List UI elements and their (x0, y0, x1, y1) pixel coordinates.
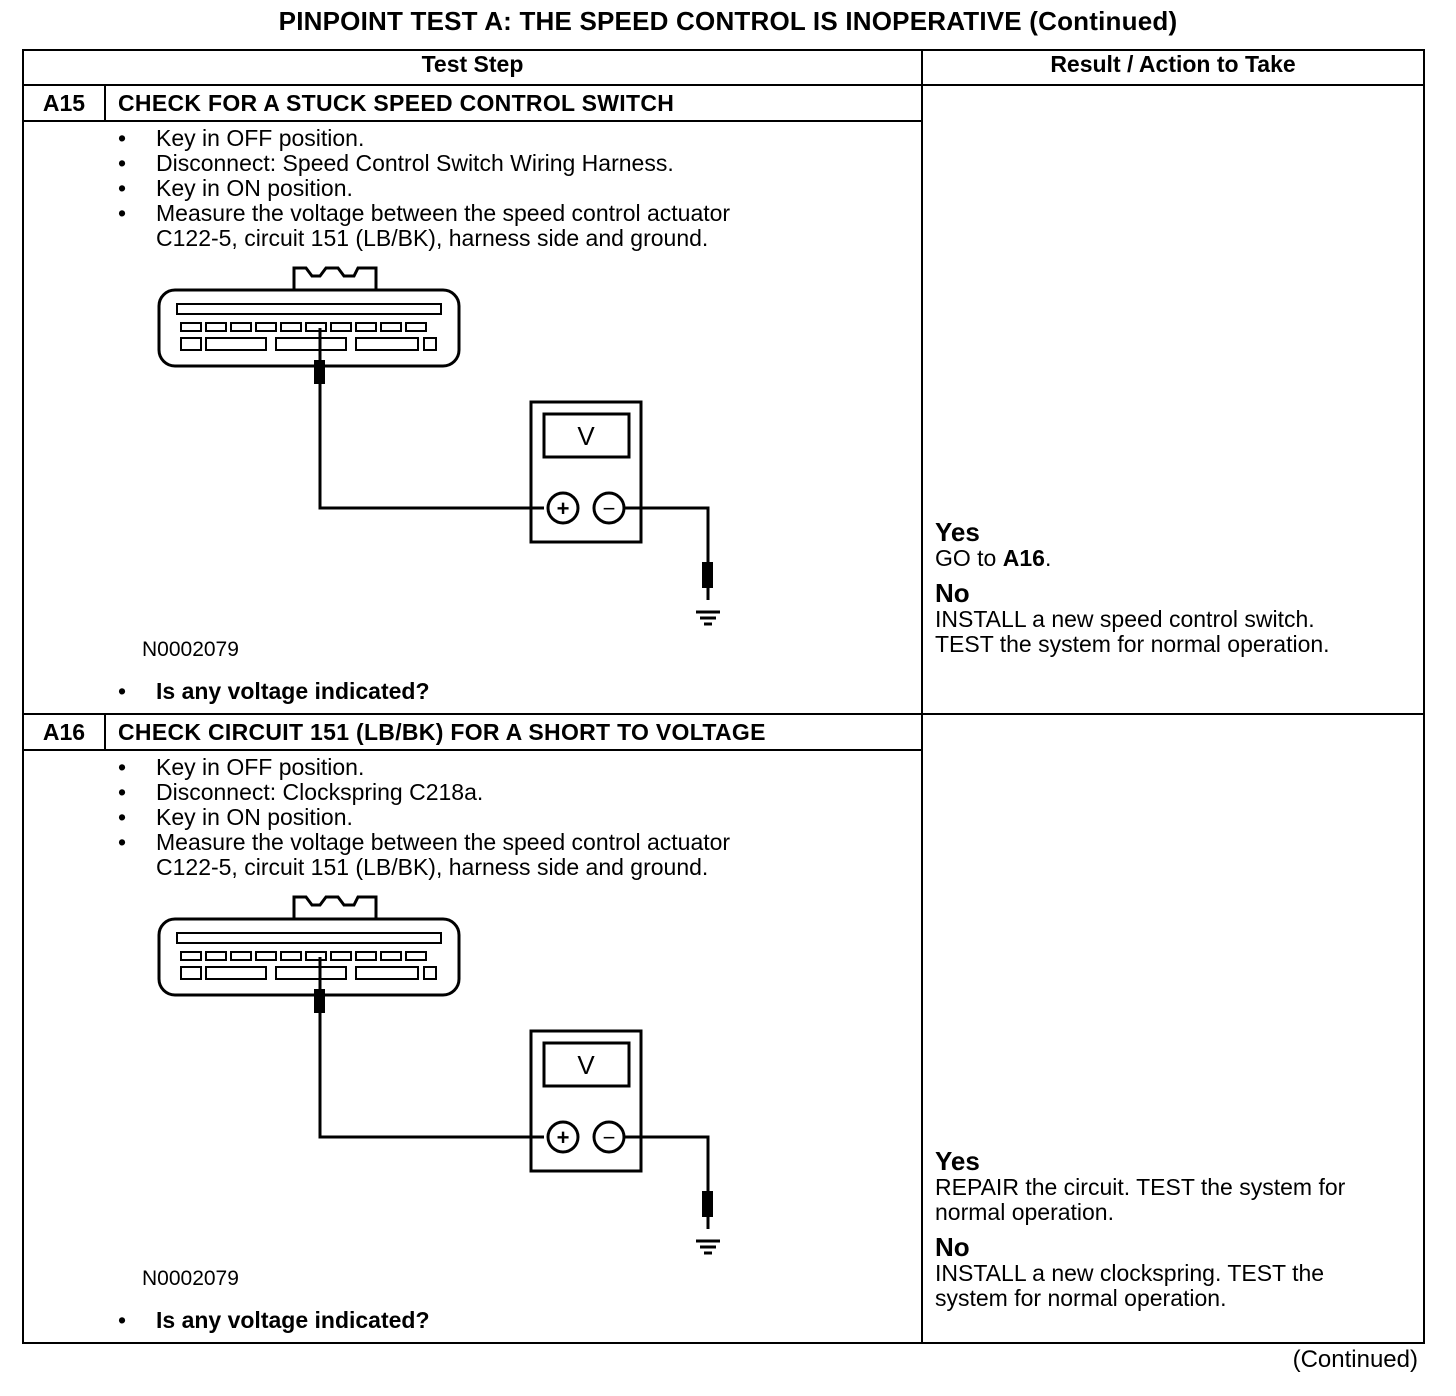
instruction-item: Key in OFF position. (118, 126, 730, 152)
step-a15-instructions: Key in OFF position. Disconnect: Speed C… (118, 126, 730, 251)
step-a15-question: •Is any voltage indicated? (118, 678, 430, 704)
voltmeter-icon (529, 1029, 643, 1173)
continued-footer: (Continued) (1292, 1346, 1418, 1373)
step-a15-yes-label: Yes (935, 517, 980, 547)
yes-action-line: normal operation. (935, 1199, 1114, 1225)
step-a16-body-row: Key in OFF position. Disconnect: Clocksp… (22, 749, 1424, 1344)
no-action-line: system for normal operation. (935, 1285, 1227, 1311)
instruction-item: Key in ON position. (118, 805, 730, 831)
ground-icon (696, 610, 720, 626)
positive-terminal (546, 491, 580, 525)
positive-lead-wire (318, 328, 544, 510)
step-a16-figure-id: N0002079 (142, 1267, 239, 1290)
step-a16-results: Yes REPAIR the circuit. TEST the system … (935, 1147, 1345, 1319)
step-a16-no-action: INSTALL a new clockspring. TEST the syst… (935, 1261, 1345, 1311)
step-a16-body: Key in OFF position. Disconnect: Clocksp… (22, 749, 923, 1344)
instruction-item: Measure the voltage between the speed co… (118, 830, 730, 856)
step-a15-header-row: A15 CHECK FOR A STUCK SPEED CONTROL SWIT… (22, 84, 1425, 715)
no-action-line: INSTALL a new speed control switch. (935, 606, 1315, 632)
yes-action-suffix: . (1044, 545, 1052, 571)
meter-symbol: V (577, 421, 595, 451)
minus-sign: − (603, 1125, 616, 1150)
connector-pins (180, 322, 437, 351)
instruction-item: Disconnect: Clockspring C218a. (118, 780, 730, 806)
connector-body (157, 288, 461, 368)
step-a15-title: CHECK FOR A STUCK SPEED CONTROL SWITCH (118, 89, 675, 116)
step-a15-no-label: No (935, 578, 970, 608)
question-text: Is any voltage indicated? (156, 1307, 430, 1333)
step-a15-no-action: INSTALL a new speed control switch. TEST… (935, 607, 1330, 657)
connector-pins (180, 951, 437, 980)
step-a15-figure-id: N0002079 (142, 638, 239, 661)
step-a15-heading: A15 CHECK FOR A STUCK SPEED CONTROL SWIT… (22, 84, 923, 122)
voltmeter-icon (529, 400, 643, 544)
yes-action-ref: A16 (1002, 545, 1045, 571)
positive-lead-wire (318, 957, 544, 1139)
step-a16-instructions: Key in OFF position. Disconnect: Clocksp… (118, 755, 730, 880)
connector-latch (292, 266, 378, 290)
plus-sign: + (557, 1125, 570, 1150)
instruction-item: Disconnect: Speed Control Switch Wiring … (118, 151, 730, 177)
no-action-line: INSTALL a new clockspring. TEST the (935, 1260, 1325, 1286)
instruction-item: Key in ON position. (118, 176, 730, 202)
step-a16-title: CHECK CIRCUIT 151 (LB/BK) FOR A SHORT TO… (118, 718, 766, 745)
table-header-row: Test Step Result / Action to Take (22, 49, 1425, 86)
result-column-header: Result / Action to Take (921, 49, 1425, 86)
instruction-item: Key in OFF position. (118, 755, 730, 781)
meter-symbol: V (577, 1050, 595, 1080)
test-step-column-header: Test Step (22, 49, 923, 86)
connector-body (157, 917, 461, 997)
step-a15-result-cell: Yes GO to A16. No INSTALL a new speed co… (921, 84, 1425, 715)
yes-action-prefix: GO to (935, 545, 1003, 571)
no-action-line: TEST the system for normal operation. (935, 631, 1330, 657)
step-a16-yes-action: REPAIR the circuit. TEST the system for … (935, 1175, 1345, 1225)
step-a16-header-row: A16 CHECK CIRCUIT 151 (LB/BK) FOR A SHOR… (22, 713, 1425, 1344)
question-text: Is any voltage indicated? (156, 678, 430, 704)
voltmeter-measurement-diagram: V + − (157, 895, 720, 1255)
step-a16-heading: A16 CHECK CIRCUIT 151 (LB/BK) FOR A SHOR… (22, 713, 923, 751)
connector-latch (292, 895, 378, 919)
step-a16-yes-label: Yes (935, 1146, 980, 1176)
step-a16-question: •Is any voltage indicated? (118, 1307, 430, 1333)
step-a16-result-cell: Yes REPAIR the circuit. TEST the system … (921, 713, 1425, 1344)
probe-tip (314, 989, 325, 1013)
ground-icon (696, 1239, 720, 1255)
step-a15-body-row: Key in OFF position. Disconnect: Speed C… (22, 120, 1424, 715)
instruction-item: Measure the voltage between the speed co… (118, 201, 730, 227)
step-a16-no-label: No (935, 1232, 970, 1262)
instruction-continuation: C122-5, circuit 151 (LB/BK), harness sid… (156, 225, 709, 251)
step-a15-results: Yes GO to A16. No INSTALL a new speed co… (935, 518, 1330, 665)
step-a16-id: A16 (24, 715, 106, 749)
yes-action-line: REPAIR the circuit. TEST the system for (935, 1174, 1346, 1200)
instruction-continuation: C122-5, circuit 151 (LB/BK), harness sid… (156, 854, 709, 880)
step-a15-yes-action: GO to A16. (935, 546, 1330, 571)
pinpoint-test-table: Test Step Result / Action to Take A15 CH… (22, 49, 1425, 1344)
page-title: PINPOINT TEST A: THE SPEED CONTROL IS IN… (278, 6, 1178, 36)
step-a15-id: A15 (24, 86, 106, 120)
plus-sign: + (557, 496, 570, 521)
minus-sign: − (603, 496, 616, 521)
positive-terminal (546, 1120, 580, 1154)
probe-tip (314, 360, 325, 384)
voltmeter-measurement-diagram: V + − (157, 266, 720, 626)
step-a15-body: Key in OFF position. Disconnect: Speed C… (22, 120, 923, 715)
